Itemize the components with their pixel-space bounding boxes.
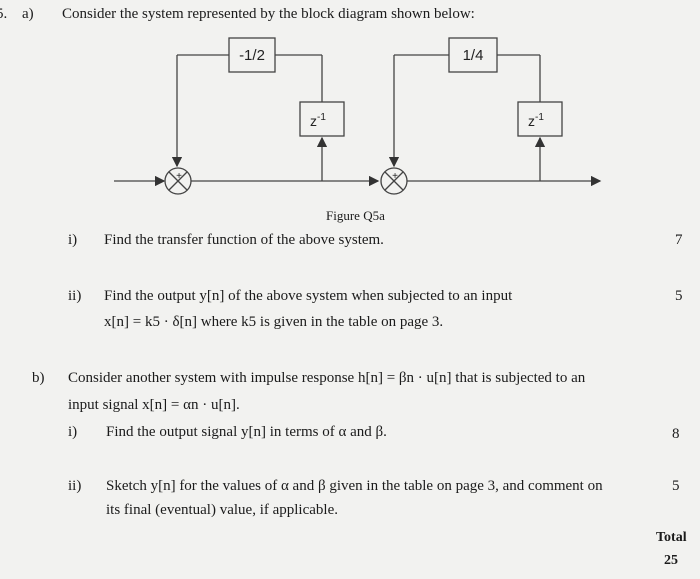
block-diagram: -1/2 1/4 z-1 z-1 + +: [114, 37, 602, 195]
part-b-i-marks: 8: [672, 426, 680, 442]
total-value: 25: [664, 553, 678, 568]
part-a-label: a): [22, 6, 34, 22]
part-b-ii-label: ii): [68, 478, 82, 494]
part-a-i-marks: 7: [675, 232, 683, 248]
part-a-intro: Consider the system represented by the b…: [62, 6, 475, 22]
part-b-text-2: input signal x[n] = αn · u[n].: [68, 397, 240, 413]
adder-1-plus: +: [176, 171, 182, 182]
part-a-ii-text-2: x[n] = k5 · δ[n] where k5 is given in th…: [104, 314, 444, 330]
question-number: 5.: [0, 6, 8, 22]
part-a-i-text: Find the transfer function of the above …: [104, 232, 384, 248]
gain-block-1: -1/2: [239, 47, 265, 64]
part-a-ii-label: ii): [68, 288, 82, 304]
gain-block-2: 1/4: [463, 47, 484, 64]
part-b-label: b): [32, 370, 45, 386]
part-a-i-label: i): [68, 232, 78, 248]
part-a-ii-text-1: Find the output y[n] of the above system…: [104, 288, 513, 304]
adder-2-plus: +: [392, 171, 398, 182]
part-b-text-1: Consider another system with impulse res…: [68, 370, 586, 386]
part-b-i-text: Find the output signal y[n] in terms of …: [106, 424, 387, 440]
part-b-ii-text-1: Sketch y[n] for the values of α and β gi…: [106, 478, 603, 494]
total-label: Total: [656, 530, 687, 545]
part-a-ii-marks: 5: [675, 288, 683, 304]
part-b-i-label: i): [68, 424, 78, 440]
part-b-ii-text-2: its final (eventual) value, if applicabl…: [106, 502, 338, 518]
figure-caption: Figure Q5a: [326, 208, 385, 223]
part-b-ii-marks: 5: [672, 478, 680, 494]
